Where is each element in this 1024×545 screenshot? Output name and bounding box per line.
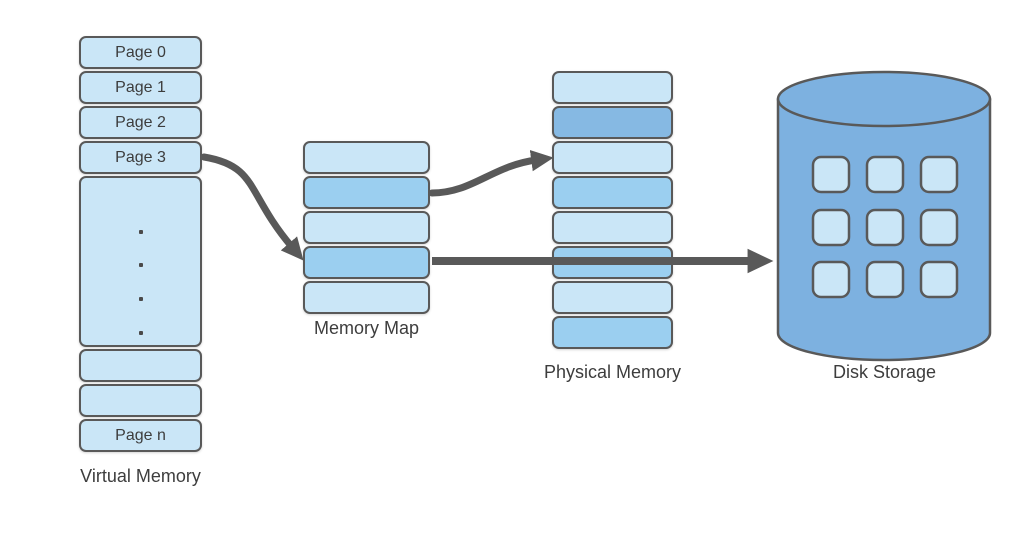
physical-memory-row-7 bbox=[552, 281, 673, 314]
disk-block bbox=[919, 260, 959, 299]
physical-memory-row-1 bbox=[552, 71, 673, 104]
virtual-memory-empty-row-1 bbox=[79, 349, 202, 382]
memory-map-label: Memory Map bbox=[313, 318, 420, 338]
virtual-memory-label: Virtual Memory bbox=[80, 466, 201, 486]
memory-map-column bbox=[303, 141, 430, 314]
virtual-memory-page-2: Page 2 bbox=[79, 106, 202, 139]
disk-block bbox=[919, 208, 959, 247]
memory-map-row-1 bbox=[303, 141, 430, 174]
ellipsis-dot bbox=[138, 297, 143, 301]
disk-block bbox=[919, 155, 959, 194]
ellipsis-dot bbox=[138, 230, 143, 234]
physical-memory-row-8 bbox=[552, 316, 673, 349]
virtual-memory-page-0: Page 0 bbox=[79, 36, 202, 69]
arrow-page3-to-memory-map bbox=[200, 153, 304, 261]
disk-cylinder-top bbox=[776, 70, 992, 128]
physical-memory-row-3 bbox=[552, 141, 673, 174]
memory-map-row-3 bbox=[303, 211, 430, 244]
disk-storage-label: Disk Storage bbox=[832, 362, 937, 382]
disk-block bbox=[811, 208, 851, 247]
physical-memory-row-4 bbox=[552, 176, 673, 209]
physical-memory-label: Physical Memory bbox=[543, 362, 682, 382]
virtual-memory-ellipsis-box bbox=[79, 176, 202, 347]
physical-memory-row-6 bbox=[552, 246, 673, 279]
disk-storage-cylinder bbox=[776, 70, 992, 362]
physical-memory-column bbox=[552, 71, 673, 349]
disk-block bbox=[811, 260, 851, 299]
disk-block-grid bbox=[811, 155, 959, 299]
disk-block bbox=[865, 260, 905, 299]
memory-map-row-2 bbox=[303, 176, 430, 209]
memory-map-row-5 bbox=[303, 281, 430, 314]
disk-block bbox=[811, 155, 851, 194]
physical-memory-row-5 bbox=[552, 211, 673, 244]
virtual-memory-page-n: Page n bbox=[79, 419, 202, 452]
virtual-memory-column: Page 0 Page 1 Page 2 Page 3 Page n bbox=[79, 36, 202, 452]
memory-map-row-4 bbox=[303, 246, 430, 279]
physical-memory-row-2 bbox=[552, 106, 673, 139]
ellipsis-dot bbox=[138, 331, 143, 335]
virtual-memory-page-1: Page 1 bbox=[79, 71, 202, 104]
ellipsis-dot bbox=[138, 263, 143, 267]
arrow-memory-map-to-physical-memory bbox=[428, 150, 554, 197]
virtual-memory-page-3: Page 3 bbox=[79, 141, 202, 174]
virtual-memory-empty-row-2 bbox=[79, 384, 202, 417]
disk-block bbox=[865, 208, 905, 247]
disk-block bbox=[865, 155, 905, 194]
